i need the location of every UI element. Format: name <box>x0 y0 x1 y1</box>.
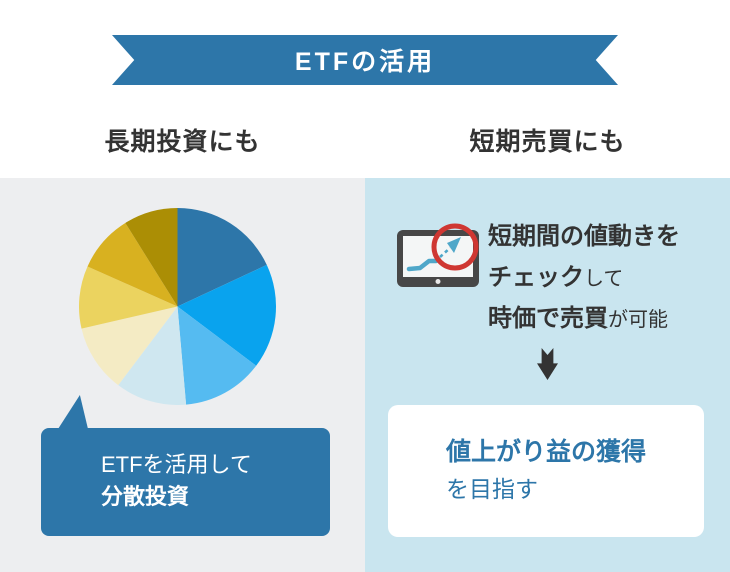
desc-line2: チェックして <box>488 264 624 291</box>
pie-slice-7 <box>87 222 178 307</box>
pie-slice-8 <box>125 208 178 307</box>
long-term-panel: ETFを活用して 分散投資 <box>0 178 365 572</box>
short-term-header: 短期売買にも <box>469 128 626 156</box>
diversification-pie-chart <box>79 208 276 405</box>
pie-slice-5 <box>81 306 178 386</box>
title-ribbon: ETFの活用 <box>112 35 618 85</box>
desc-line1: 短期間の値動きを <box>488 223 680 250</box>
result-line1: 値上がり益の獲得 <box>445 438 646 466</box>
pie-slice-4 <box>118 306 187 405</box>
tablet-home-button <box>435 279 441 284</box>
pie-slice-1 <box>177 208 267 307</box>
trend-dash <box>439 247 451 258</box>
pie-slice-6 <box>79 266 178 329</box>
chart-tablet-icon <box>397 223 479 287</box>
speech-bubble: ETFを活用して 分散投資 <box>41 395 330 536</box>
pie-slice-2 <box>177 264 276 366</box>
price-line <box>406 258 439 272</box>
long-term-header: 長期投資にも <box>104 128 261 156</box>
short-term-panel: 短期間の値動きを チェックして 時価で売買が可能 値上がり益の獲得 を目指す <box>365 178 730 572</box>
short-term-description: 短期間の値動きを チェックして 時価で売買が可能 <box>488 218 680 341</box>
desc-line3: 時価で売買が可能 <box>488 305 668 332</box>
pie-slice-3 <box>177 306 257 405</box>
result-box: 値上がり益の獲得 を目指す <box>388 405 704 537</box>
bubble-text-line2: 分散投資 <box>101 484 190 509</box>
red-circle-highlight-icon <box>431 223 479 271</box>
down-arrow-icon <box>537 348 558 380</box>
result-line2: を目指す <box>445 476 538 502</box>
page-title: ETFの活用 <box>294 48 436 76</box>
bubble-text-line1: ETFを活用して <box>101 452 252 477</box>
rising-trend-arrow-icon <box>447 237 461 253</box>
